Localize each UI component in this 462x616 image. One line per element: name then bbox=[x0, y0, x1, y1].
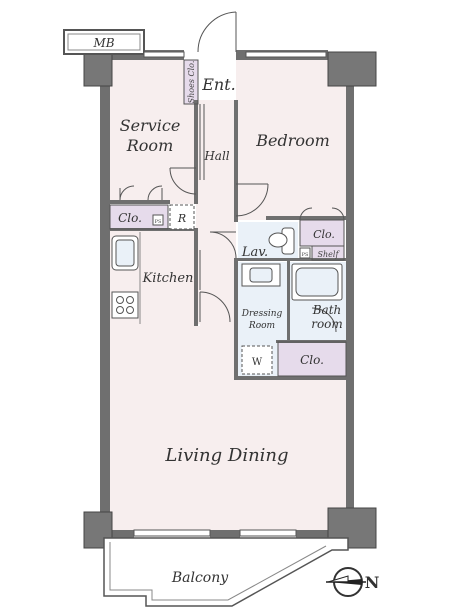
wall-dressing-bath bbox=[287, 261, 290, 341]
window-top-bedroom bbox=[245, 51, 327, 58]
kitchen-label: Kitchen bbox=[142, 271, 194, 286]
closet-lav-label: Clo. bbox=[313, 228, 335, 241]
living-door[interactable] bbox=[199, 291, 231, 323]
meter-box: MB bbox=[63, 29, 145, 55]
bathroom-label-line1: Bath bbox=[312, 303, 342, 317]
wall-bottom-mid bbox=[210, 530, 240, 538]
shoes-closet-label: Shoes Clo. bbox=[187, 61, 196, 104]
service-room-floor[interactable] bbox=[110, 60, 196, 204]
closet-dressing-label: Clo. bbox=[300, 353, 324, 367]
wall-bottom-right bbox=[296, 530, 330, 538]
wash-basin bbox=[241, 263, 281, 287]
ps-box-right bbox=[299, 247, 311, 259]
balcony-label: Balcony bbox=[171, 570, 229, 586]
lavatory-door[interactable] bbox=[209, 231, 237, 259]
refrigerator-label: R bbox=[177, 212, 186, 225]
living-dining-label: Living Dining bbox=[164, 445, 288, 466]
window-bottom-right bbox=[239, 529, 297, 537]
wall-service-right bbox=[194, 100, 198, 204]
entrance-label: Ent. bbox=[201, 75, 236, 94]
meter-box-label: MB bbox=[92, 36, 114, 50]
living-dining-upper-floor[interactable] bbox=[200, 300, 236, 330]
lavatory-label: Lav. bbox=[241, 245, 268, 260]
wall-bottom-left bbox=[100, 530, 134, 538]
bath-door[interactable] bbox=[311, 307, 337, 333]
ps-box-left bbox=[152, 214, 164, 226]
service-room-door[interactable] bbox=[169, 167, 197, 195]
doors bbox=[119, 11, 345, 333]
wall-kitchen-right bbox=[194, 230, 198, 326]
dressing-room-label-line2: Room bbox=[248, 321, 275, 331]
hall-floor[interactable] bbox=[196, 100, 236, 324]
ps-label-right: PS bbox=[302, 252, 309, 258]
shoes-closet-area[interactable] bbox=[184, 60, 198, 104]
entrance-door[interactable] bbox=[197, 11, 237, 53]
bedroom-floor[interactable] bbox=[236, 60, 348, 220]
closet-lav-area[interactable] bbox=[300, 220, 344, 246]
shelf-label: Shelf bbox=[318, 250, 341, 259]
cooktop bbox=[111, 291, 139, 319]
toilet bbox=[268, 227, 295, 255]
bottom-windows bbox=[133, 529, 297, 537]
wall-bedroom-left bbox=[234, 100, 238, 216]
wall-bedroom-bottom bbox=[266, 216, 348, 220]
dressing-room-label-line1: Dressing bbox=[241, 309, 283, 319]
ps-label-left: PS bbox=[155, 219, 162, 225]
balcony[interactable] bbox=[103, 537, 349, 607]
refrigerator-space bbox=[169, 204, 195, 230]
lav-closet-door[interactable] bbox=[299, 207, 345, 221]
wall-hall-lower bbox=[234, 216, 238, 222]
wall-wet-left bbox=[234, 258, 238, 380]
kitchen-sink bbox=[111, 235, 139, 271]
wall-lav-bottom bbox=[236, 258, 348, 261]
washer-label: W bbox=[252, 357, 263, 368]
compass-north-arrow-icon bbox=[326, 567, 366, 597]
column-top-left bbox=[83, 51, 113, 87]
bathroom-label-line2: room bbox=[311, 317, 343, 331]
closet-service-label: Clo. bbox=[118, 211, 142, 225]
closet-outlines bbox=[109, 59, 347, 377]
window-bottom-left bbox=[133, 529, 211, 537]
service-room-label-line2: Room bbox=[126, 136, 173, 155]
bathtub bbox=[291, 263, 343, 301]
hall-label: Hall bbox=[203, 149, 229, 163]
column-top-right bbox=[327, 51, 377, 87]
closet-dressing-area[interactable] bbox=[278, 342, 346, 376]
service-room-label-line1: Service bbox=[120, 116, 181, 135]
wall-left bbox=[100, 58, 110, 534]
compass-north-label: N bbox=[365, 573, 380, 592]
bedroom-label: Bedroom bbox=[255, 131, 330, 150]
wall-right bbox=[346, 86, 354, 510]
wall-wet-bottom bbox=[236, 376, 348, 380]
bedroom-door[interactable] bbox=[235, 183, 269, 217]
hall-sliding-doors bbox=[199, 104, 205, 290]
top-windows bbox=[143, 51, 327, 58]
washer-space bbox=[241, 345, 273, 375]
shelf-area[interactable] bbox=[312, 246, 344, 260]
service-closet-door[interactable] bbox=[119, 185, 163, 201]
wall-service-bottom bbox=[110, 200, 170, 204]
window-top-service bbox=[143, 51, 185, 58]
